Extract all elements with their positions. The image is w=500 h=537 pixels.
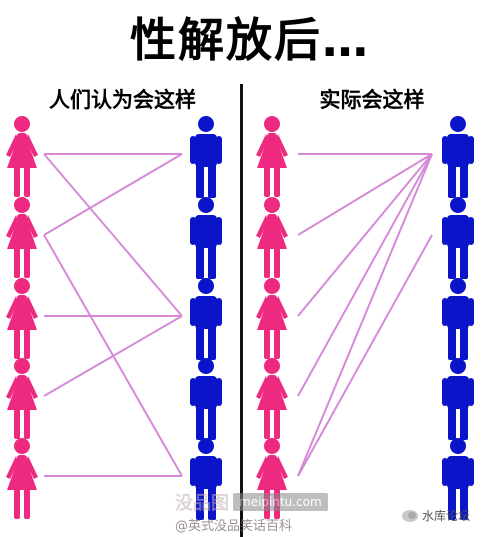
male-figure-icon: [190, 116, 222, 198]
right-panel-line-3: [297, 153, 433, 397]
right-panel-line-2: [297, 153, 433, 317]
female-figure-icon: [6, 197, 38, 278]
forum-badge: 水库论坛: [402, 507, 470, 524]
watermark-credit: @英式没品笑话百科: [175, 519, 293, 534]
male-figure-icon: [442, 278, 474, 360]
left-panel-line-2: [43, 153, 183, 236]
right-panel-line-5: [297, 234, 433, 477]
male-figure-icon: [190, 278, 222, 360]
watermark-logo: 没品图 meipintu.com: [175, 491, 328, 514]
male-figure-icon: [190, 197, 222, 279]
chat-bubbles-icon: [402, 509, 418, 522]
male-figure-icon: [442, 116, 474, 198]
male-figure-icon: [442, 358, 474, 440]
forum-name: 水库论坛: [422, 509, 471, 523]
female-figure-icon: [256, 116, 288, 197]
female-figure-icon: [256, 278, 288, 359]
left-panel-line-5: [43, 315, 183, 397]
male-figure-icon: [442, 197, 474, 279]
left-panel-heading: 人们认为会这样: [49, 88, 196, 112]
left-panel-line-1: [43, 153, 183, 317]
male-figure-icon: [190, 358, 222, 440]
female-figure-icon: [6, 438, 38, 519]
page-title: 性解放后…: [130, 13, 370, 67]
female-figure-icon: [256, 358, 288, 439]
connection-lines: [43, 153, 433, 477]
female-figure-icon: [6, 116, 38, 197]
right-panel-line-4: [297, 153, 433, 477]
female-figure-icon: [6, 358, 38, 439]
figures: [6, 116, 474, 520]
right-panel-heading: 实际会这样: [319, 88, 425, 112]
watermark-url: meipintu.com: [233, 493, 328, 511]
right-panel-line-1: [297, 153, 433, 236]
panel-divider: [240, 84, 243, 537]
female-figure-icon: [6, 278, 38, 359]
female-figure-icon: [256, 197, 288, 278]
watermark-logo-text: 没品图: [175, 493, 229, 514]
